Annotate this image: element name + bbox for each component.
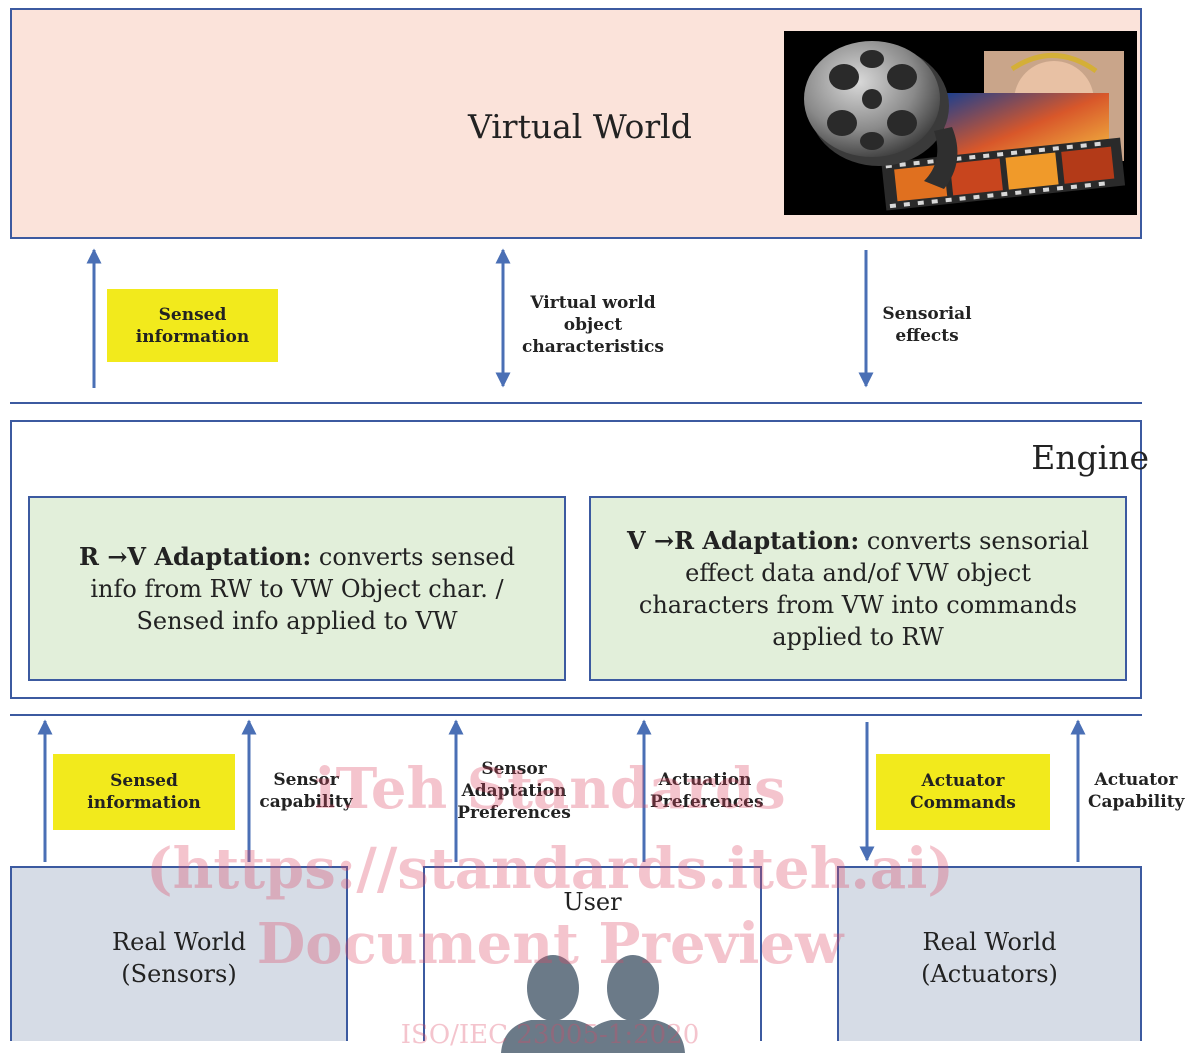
actuation-preferences-label: Actuation Preferences xyxy=(650,770,764,812)
actuator-commands-label: Actuator Commands xyxy=(876,754,1050,830)
user-box: User xyxy=(423,866,762,1053)
rv-adaptation-heading: R →V Adaptation: xyxy=(79,541,312,571)
actuator-capability-label: Actuator Capability xyxy=(1088,770,1185,812)
vr-adaptation-heading: V →R Adaptation: xyxy=(627,525,860,555)
vr-adaptation-box: V →R Adaptation: converts sensorial effe… xyxy=(589,496,1127,681)
vr-adaptation-text: converts sensorial effect data and/of VW… xyxy=(638,526,1089,651)
sensed-information-top-label: Sensed information xyxy=(107,289,278,362)
separator-line-top xyxy=(10,402,1142,404)
separator-line-bottom xyxy=(10,714,1142,716)
user-title: User xyxy=(563,888,622,916)
vw-object-characteristics-label: Virtual world object characteristics xyxy=(522,293,664,357)
real-world-sensors-label: Real World (Sensors) xyxy=(112,928,246,988)
real-world-actuators-box: Real World (Actuators) xyxy=(837,866,1142,1041)
rv-adaptation-box: R →V Adaptation: converts sensed info fr… xyxy=(28,496,566,681)
film-reel-image xyxy=(784,31,1137,215)
sensorial-effects-label: Sensorial effects xyxy=(882,304,972,346)
rv-adaptation-text: converts sensed info from RW to VW Objec… xyxy=(90,542,515,635)
sensor-capability-label: Sensor capability xyxy=(259,770,353,812)
real-world-sensors-box: Real World (Sensors) xyxy=(10,866,348,1041)
real-world-actuators-label: Real World (Actuators) xyxy=(921,928,1058,988)
sensed-information-bottom-label: Sensed information xyxy=(53,754,235,830)
virtual-world-title: Virtual World xyxy=(468,107,692,146)
engine-title: Engine xyxy=(1031,438,1149,477)
sensor-adaptation-preferences-label: Sensor Adaptation Preferences xyxy=(457,759,571,823)
